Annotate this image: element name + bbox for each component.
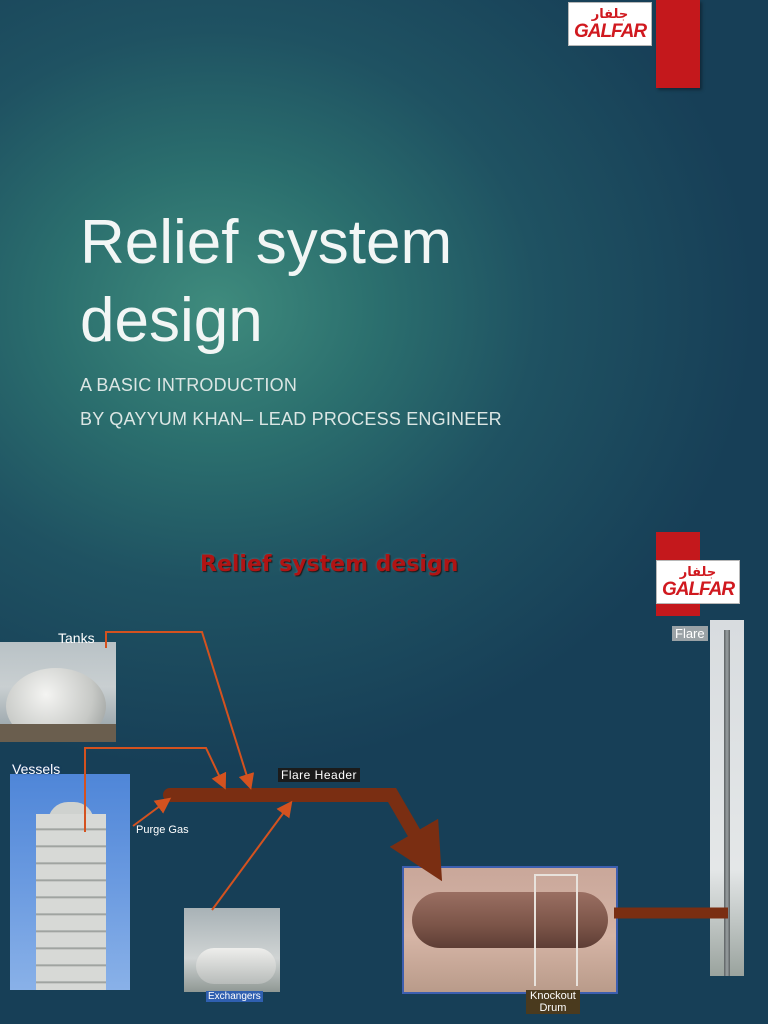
flare-header-pipe bbox=[163, 788, 443, 882]
piping-diagram bbox=[84, 631, 728, 919]
slide-title: Relief system design bbox=[80, 208, 453, 355]
exchangers-label: Exchangers bbox=[206, 991, 263, 1002]
logo-latin-text: GALFAR bbox=[661, 578, 735, 600]
tower-shape bbox=[36, 814, 106, 990]
slide-subtitle: A BASIC INTRODUCTION bbox=[80, 375, 298, 395]
ground-shape bbox=[0, 724, 116, 742]
tanks-relief-line bbox=[105, 631, 255, 790]
purge-gas-label: Purge Gas bbox=[136, 824, 189, 836]
title-slide: جلفار GALFAR Relief system design A BASI… bbox=[80, 0, 700, 429]
diagram-title: Relief system design bbox=[200, 552, 459, 577]
flare-stack-shape bbox=[724, 630, 730, 976]
logo-accent-bar bbox=[656, 0, 700, 88]
tanks-photo bbox=[0, 642, 116, 742]
knockout-drum-label: Knockout Drum bbox=[526, 990, 580, 1014]
galfar-logo: جلفار GALFAR bbox=[656, 560, 740, 604]
exchangers-photo bbox=[184, 908, 280, 992]
galfar-logo: جلفار GALFAR bbox=[568, 2, 652, 46]
logo-latin-text: GALFAR bbox=[573, 20, 647, 42]
drum-frame-shape bbox=[534, 874, 578, 986]
diagram-slide: Relief system design جلفار GALFAR bbox=[0, 512, 768, 1024]
knockout-drum-photo bbox=[402, 866, 618, 994]
purge-gas-line bbox=[132, 797, 172, 827]
knockout-drum-label-line1: Knockout bbox=[530, 990, 576, 1002]
flare-label: Flare bbox=[672, 626, 708, 641]
flare-header-label: Flare Header bbox=[278, 768, 361, 782]
logo-arabic-text: جلفار bbox=[679, 564, 717, 580]
knockout-drum-label-line2: Drum bbox=[539, 1002, 567, 1014]
vessels-photo bbox=[10, 774, 130, 990]
exchangers-relief-line bbox=[211, 800, 293, 911]
slide-author: BY QAYYUM KHAN– LEAD PROCESS ENGINEER bbox=[80, 409, 502, 429]
logo-arabic-text: جلفار bbox=[591, 6, 629, 22]
vessels-label: Vessels bbox=[12, 761, 61, 777]
vessels-relief-line bbox=[84, 747, 227, 832]
drum-vessel-shape bbox=[412, 892, 608, 948]
exchanger-shell-shape bbox=[196, 948, 276, 984]
tanks-label: Tanks bbox=[58, 630, 95, 646]
